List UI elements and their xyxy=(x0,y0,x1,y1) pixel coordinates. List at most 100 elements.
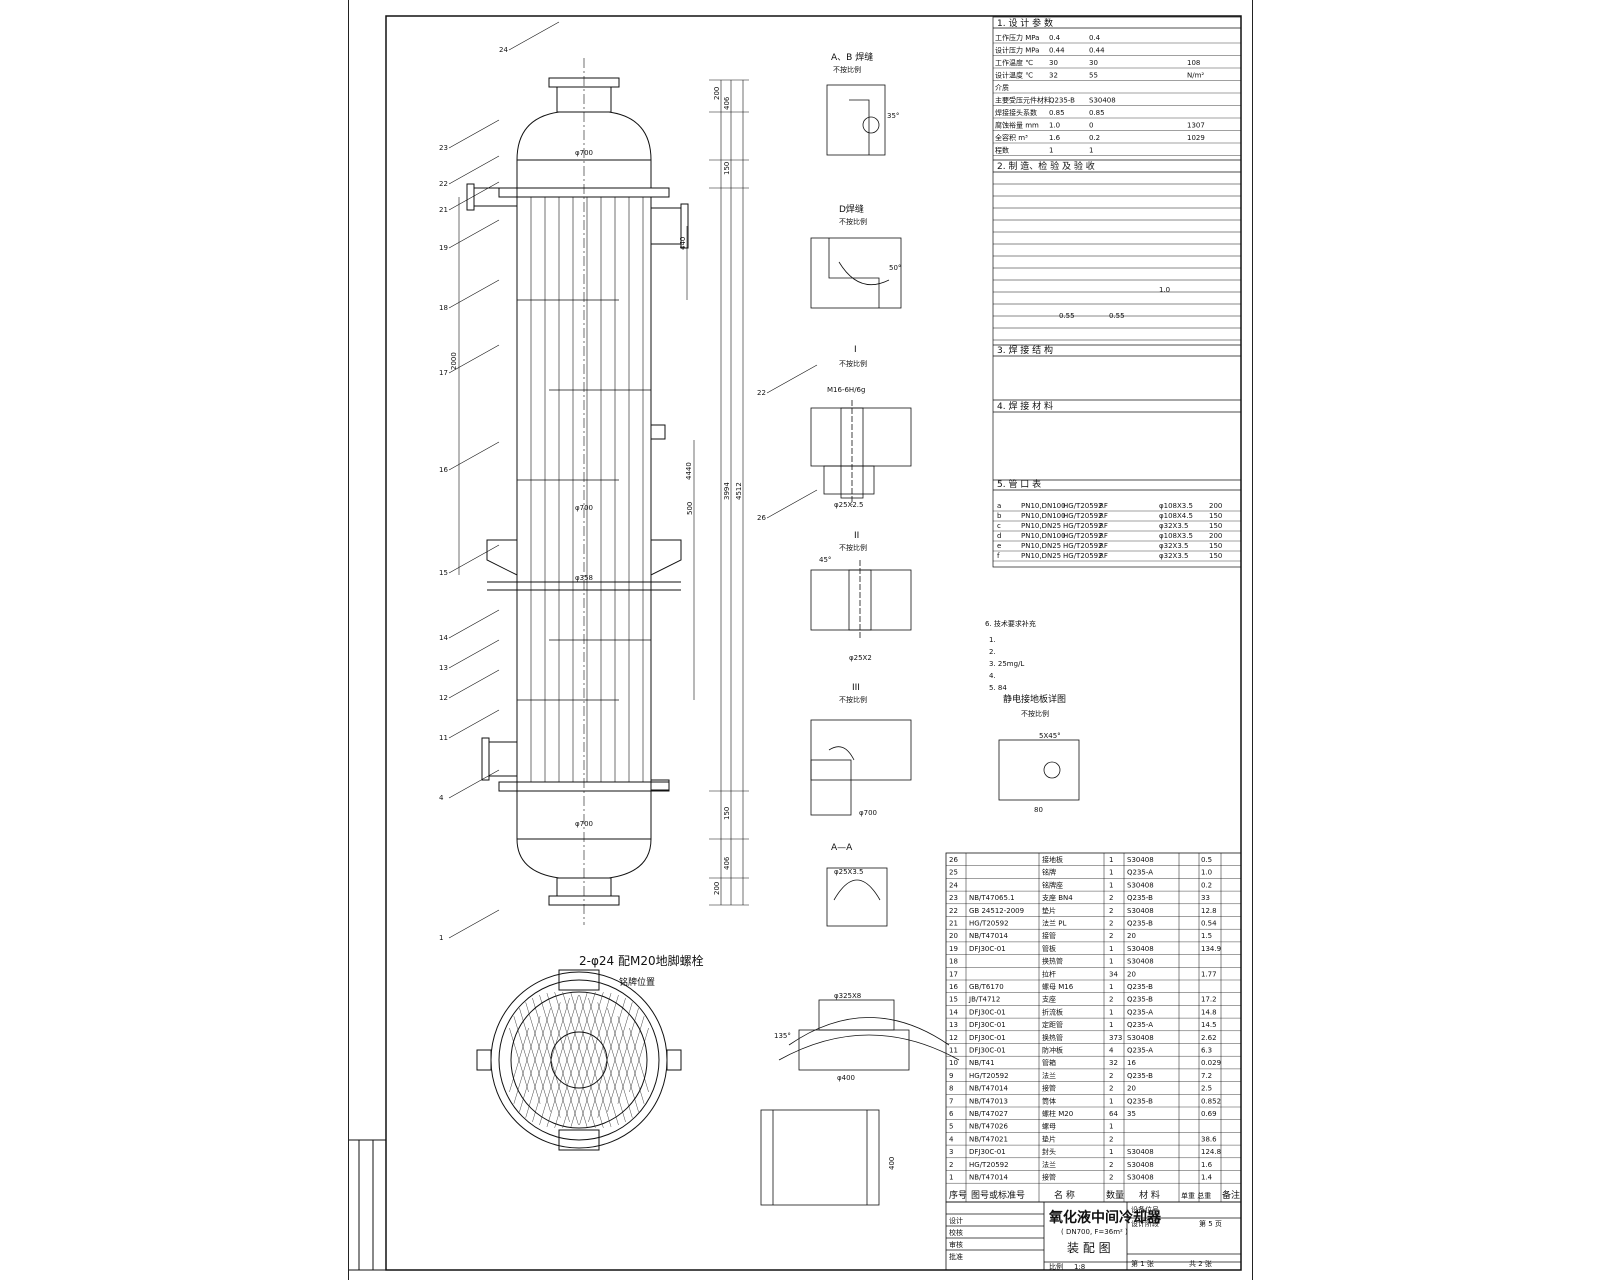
design-cell: 介质 xyxy=(995,83,1009,92)
part-name: 支座 xyxy=(1042,995,1056,1004)
part-weight: 0.2 xyxy=(1201,881,1212,889)
part-std: NB/T47065.1 xyxy=(969,894,1015,902)
part-name: 定距管 xyxy=(1042,1020,1063,1029)
assembly-drawing: φ700 φ700 φ358 φ700 3994 4440 4512 2000 … xyxy=(349,15,1242,1271)
tech-req-item: 3. 25mg/L xyxy=(989,660,1024,668)
design-cell: 32 xyxy=(1049,72,1058,80)
part-name: 法兰 PL xyxy=(1042,919,1066,928)
design-cell: 工作压力 MPa xyxy=(995,33,1039,42)
baffle-diameter: φ358 xyxy=(575,574,593,582)
part-material: Q235-B xyxy=(1127,983,1153,991)
part-qty: 2 xyxy=(1109,1085,1113,1093)
part-no: 14 xyxy=(949,1008,958,1016)
tech-req-item: 4. xyxy=(989,672,996,680)
dim-200-bottom: 200 xyxy=(713,882,721,895)
part-qty: 2 xyxy=(1109,920,1113,928)
overall-dim: 4512 xyxy=(735,482,743,500)
part-name: 换热管 xyxy=(1042,1033,1063,1042)
part-material: S30408 xyxy=(1127,958,1154,966)
design-cell: 程数 xyxy=(995,146,1009,155)
support-base-dim: φ400 xyxy=(837,1074,855,1082)
layout-line xyxy=(597,1002,633,1118)
design-cell: 工作温度 ℃ xyxy=(995,58,1033,67)
part-weight: 134.9 xyxy=(1201,945,1221,953)
design-cell: Q235-B xyxy=(1049,97,1075,105)
plan-view xyxy=(476,969,682,1151)
balloon-number: 17 xyxy=(439,369,448,377)
part-qty: 2 xyxy=(1109,932,1113,940)
design-cell: 设计温度 ℃ xyxy=(995,71,1033,80)
part-material: 35 xyxy=(1127,1110,1136,1118)
part-name: 防冲板 xyxy=(1042,1046,1063,1055)
nozzle-cell: HG/T20592 xyxy=(1063,542,1103,550)
leader-line xyxy=(766,364,818,394)
design-cell: 腐蚀裕量 mm xyxy=(995,121,1039,130)
part-no: 11 xyxy=(949,1047,958,1055)
balloon-number: 16 xyxy=(439,466,448,474)
detail-2-tube: φ25X2 xyxy=(849,654,872,662)
tech-requirements: 1. 2. 3. 25mg/L4. 5. 84 xyxy=(989,636,1024,692)
nameplate-note: 铭牌位置 xyxy=(619,976,655,988)
nozzle-cell: RF xyxy=(1099,512,1108,520)
part-weight: 7.2 xyxy=(1201,1072,1212,1080)
part-qty: 32 xyxy=(1109,1059,1118,1067)
nozzle-cell: HG/T20592 xyxy=(1063,552,1103,560)
part-weight: 12.8 xyxy=(1201,907,1217,915)
detail-1-title: I xyxy=(854,345,857,355)
parts-header-qty: 数量 xyxy=(1106,1189,1124,1201)
part-name: 管板 xyxy=(1042,944,1056,953)
layout-line xyxy=(629,1027,649,1093)
part-material: Q235-A xyxy=(1127,869,1153,877)
part-no: 2 xyxy=(949,1161,953,1169)
section-nozzles: 5. 管 口 表 xyxy=(997,478,1041,490)
manufacture-table xyxy=(993,183,1241,341)
part-name: 管箱 xyxy=(1042,1058,1056,1067)
part-material: S30408 xyxy=(1127,1174,1154,1182)
part-no: 3 xyxy=(949,1148,953,1156)
nozzle-cell: PN10,DN25 xyxy=(1021,542,1061,550)
part-no: 22 xyxy=(949,907,958,915)
part-weight: 1.4 xyxy=(1201,1174,1213,1182)
view-d-weld-title: D焊缝 xyxy=(839,203,864,215)
part-std: DFJ30C-01 xyxy=(969,1047,1006,1055)
design-cell: 主要受压元件材料 xyxy=(995,96,1051,105)
part-material: S30408 xyxy=(1127,856,1154,864)
part-name: 接管 xyxy=(1042,931,1056,940)
equipment-no-label: 设备位号 xyxy=(1131,1205,1159,1214)
total-height-dim: 3994 xyxy=(723,482,731,500)
tech-req-item: 5. 84 xyxy=(989,684,1007,692)
dim-150-top: 150 xyxy=(723,162,731,175)
nozzle-cell: RF xyxy=(1099,542,1108,550)
part-name: 螺母 xyxy=(1042,1122,1056,1131)
part-std: DFJ30C-01 xyxy=(969,1034,1006,1042)
layout-line xyxy=(546,993,588,1127)
detail-1-tube: φ25X2.5 xyxy=(834,501,863,509)
part-material: S30408 xyxy=(1127,907,1154,915)
tech-req-item: 1. xyxy=(989,636,996,644)
leader-line xyxy=(448,219,500,249)
ground-plate-chamfer: 5X45° xyxy=(1039,732,1061,740)
detail-2-scale: 不按比例 xyxy=(839,543,867,552)
part-weight: 1.77 xyxy=(1201,970,1217,978)
part-weight: 0.69 xyxy=(1201,1110,1217,1118)
part-weight: 1.0 xyxy=(1201,869,1212,877)
leader-line xyxy=(448,119,500,149)
part-material: 20 xyxy=(1127,932,1136,940)
parts-header-no: 序号 xyxy=(949,1189,967,1201)
drawing-type: 装 配 图 xyxy=(1067,1241,1111,1255)
design-cell: 1.6 xyxy=(1049,134,1061,142)
sheet-no: 第 1 张 xyxy=(1131,1259,1154,1268)
part-qty: 2 xyxy=(1109,1161,1113,1169)
vessel-elevation xyxy=(466,58,689,925)
nozzle-cell: RF xyxy=(1099,522,1108,530)
part-no: 17 xyxy=(949,970,958,978)
leader-line xyxy=(448,669,500,699)
part-qty: 1 xyxy=(1109,983,1113,991)
section-welding-material: 4. 焊 接 材 料 xyxy=(997,400,1053,412)
part-weight: 38.6 xyxy=(1201,1135,1217,1143)
nozzle-cell: b xyxy=(997,512,1002,520)
parts-header-name: 名 称 xyxy=(1054,1189,1075,1201)
balloon-number: 23 xyxy=(439,144,448,152)
page-label: 第 5 页 xyxy=(1199,1219,1222,1228)
scale-label: 比例 xyxy=(1049,1262,1063,1271)
